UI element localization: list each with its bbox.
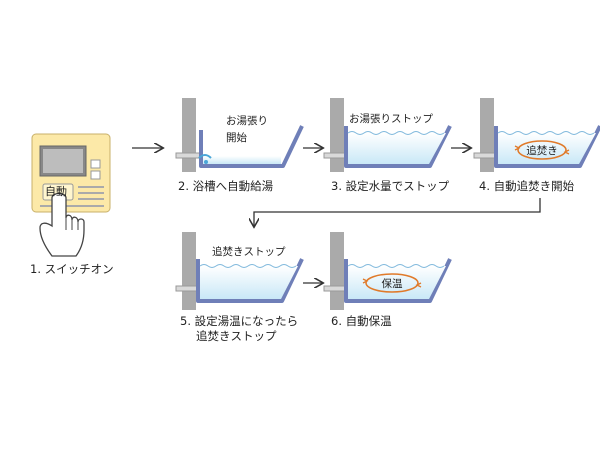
badge-keep-warm: 保温 (381, 278, 403, 290)
caption-step6: 6. 自動保温 (331, 314, 392, 328)
tub-text-step5: 追焚きストップ (212, 246, 286, 258)
wall-pillar (182, 98, 196, 172)
tub-text-step2-line2: 開始 (226, 132, 247, 144)
badge-reheat: 追焚き (526, 145, 558, 157)
caption-step1: 1. スイッチオン (30, 262, 114, 276)
tub-text-step3: お湯張りストップ (349, 113, 433, 125)
panel-auto-button-label: 自動 (45, 185, 67, 198)
tub-text-step2-line1: お湯張り (226, 115, 268, 127)
caption-step2: 2. 浴槽へ自動給湯 (178, 179, 274, 193)
bathtub-step6 (323, 232, 452, 310)
control-panel (31, 133, 111, 213)
caption-step3: 3. 設定水量でストップ (331, 179, 450, 193)
arrow-4-5 (254, 198, 541, 226)
caption-step4: 4. 自動追焚き開始 (479, 179, 575, 193)
bathtub-step4 (473, 98, 600, 172)
bathtub-step5 (175, 232, 304, 310)
bathtub-step2 (175, 98, 304, 172)
bathtub-step3 (323, 98, 452, 172)
caption-step5-line2: 追焚きストップ (196, 329, 277, 343)
caption-step5-line1: 5. 設定湯温になったら (180, 314, 299, 328)
pointing-hand-icon (39, 192, 85, 257)
